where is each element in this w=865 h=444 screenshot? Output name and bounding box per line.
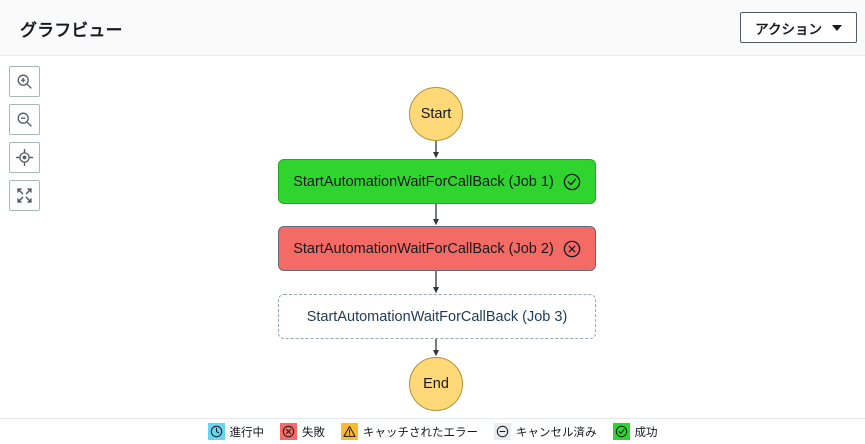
legend-item-caught-error: キャッチされたエラー bbox=[341, 423, 478, 440]
legend-label-cancelled: キャンセル済み bbox=[516, 426, 597, 439]
check-circle-icon bbox=[563, 173, 581, 190]
graph-node-job2[interactable]: StartAutomationWaitForCallBack (Job 2) bbox=[278, 226, 596, 271]
graph-edges bbox=[432, 141, 440, 357]
graph-node-job1[interactable]: StartAutomationWaitForCallBack (Job 1) bbox=[278, 159, 596, 204]
center-button[interactable] bbox=[9, 142, 40, 173]
graph-node-job3[interactable]: StartAutomationWaitForCallBack (Job 3) bbox=[278, 294, 596, 339]
legend-item-failed: 失敗 bbox=[280, 423, 325, 440]
legend-label-in-progress: 進行中 bbox=[229, 426, 265, 439]
fullscreen-button[interactable] bbox=[9, 180, 40, 211]
legend-item-succeeded: 成功 bbox=[612, 423, 658, 440]
status-legend: 進行中 失敗 キャッチされたエラー bbox=[0, 418, 865, 444]
panel-header: グラフビュー アクション bbox=[0, 0, 865, 56]
legend-item-in-progress: 進行中 bbox=[207, 423, 265, 440]
legend-item-cancelled: キャンセル済み bbox=[494, 423, 597, 440]
clock-icon bbox=[207, 423, 225, 440]
graph-node-start[interactable]: Start bbox=[409, 87, 463, 141]
state-machine-graph: Start StartAutomationWaitForCallBack (Jo… bbox=[0, 56, 865, 418]
check-circle-icon bbox=[612, 423, 630, 440]
legend-label-caught-error: キャッチされたエラー bbox=[363, 426, 478, 439]
actions-button[interactable]: アクション bbox=[740, 12, 857, 43]
zoom-in-button[interactable] bbox=[9, 66, 40, 97]
graph-node-job2-label: StartAutomationWaitForCallBack (Job 2) bbox=[293, 240, 554, 257]
expand-icon bbox=[17, 188, 32, 203]
canvas-toolbar bbox=[9, 66, 40, 211]
chevron-down-icon bbox=[832, 24, 842, 31]
actions-button-label: アクション bbox=[755, 21, 822, 37]
zoom-out-button[interactable] bbox=[9, 104, 40, 135]
crosshair-icon bbox=[16, 149, 33, 166]
legend-label-succeeded: 成功 bbox=[634, 426, 658, 439]
graph-node-job1-label: StartAutomationWaitForCallBack (Job 1) bbox=[293, 173, 554, 190]
graph-node-end[interactable]: End bbox=[409, 357, 463, 411]
zoom-out-icon bbox=[17, 112, 32, 127]
graph-canvas[interactable]: Start StartAutomationWaitForCallBack (Jo… bbox=[0, 56, 865, 418]
minus-circle-icon bbox=[494, 423, 511, 440]
graph-node-start-label: Start bbox=[420, 106, 452, 122]
x-circle-icon bbox=[280, 423, 297, 440]
page-title: グラフビュー bbox=[20, 21, 123, 40]
graph-node-job3-label: StartAutomationWaitForCallBack (Job 3) bbox=[306, 308, 568, 325]
x-circle-icon bbox=[563, 240, 581, 257]
legend-label-failed: 失敗 bbox=[302, 426, 325, 439]
warning-icon bbox=[341, 423, 358, 440]
zoom-in-icon bbox=[17, 74, 32, 89]
graph-node-end-label: End bbox=[423, 376, 449, 392]
